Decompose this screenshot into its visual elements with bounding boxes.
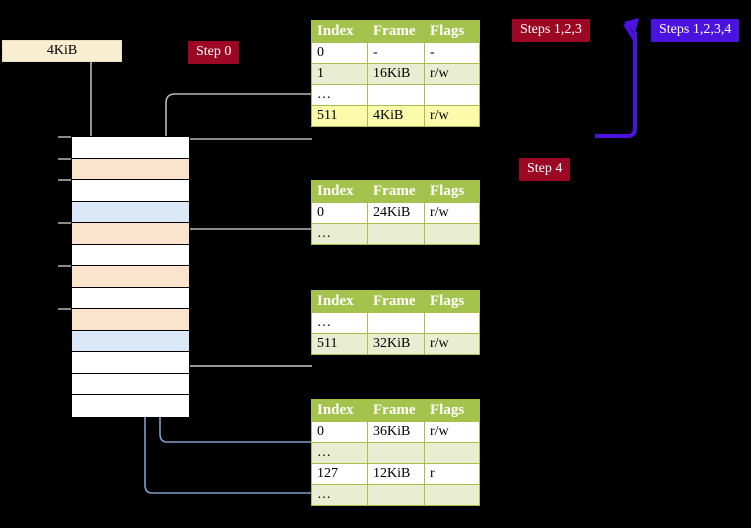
cell-frame xyxy=(367,484,425,506)
memory-frame-row xyxy=(72,201,189,223)
cell-index: … xyxy=(311,484,368,506)
column-header-frame: Frame xyxy=(367,290,425,313)
memory-tick xyxy=(58,265,71,267)
memory-tick xyxy=(58,158,71,160)
column-header-index: Index xyxy=(311,399,368,422)
badge-step-4: Step 4 xyxy=(519,158,571,181)
cell-flags xyxy=(424,312,480,334)
memory-frame-row xyxy=(72,309,189,331)
cell-index: 511 xyxy=(311,105,368,127)
memory-frame-row xyxy=(72,287,189,309)
cell-index: … xyxy=(311,84,368,106)
table-row: 127 12KiB r xyxy=(311,463,480,485)
cell-index: 0 xyxy=(311,421,368,443)
column-header-flags: Flags xyxy=(424,399,480,422)
cell-frame: 4KiB xyxy=(367,105,425,127)
badge-step-0: Step 0 xyxy=(188,41,240,64)
cell-flags: r/w xyxy=(424,421,480,443)
column-header-index: Index xyxy=(311,290,368,313)
memory-frame-row xyxy=(72,244,189,266)
cell-flags xyxy=(424,442,480,464)
cell-frame xyxy=(367,223,425,245)
memory-tick xyxy=(58,222,71,224)
table-row: 511 4KiB r/w xyxy=(311,105,480,127)
frame-size-label: 4KiB xyxy=(2,40,122,62)
column-header-frame: Frame xyxy=(367,180,425,203)
cell-flags: r/w xyxy=(424,63,480,85)
cell-flags xyxy=(424,223,480,245)
cell-frame: 24KiB xyxy=(367,202,425,224)
cell-frame: - xyxy=(367,42,425,64)
wire-l3-to-frame xyxy=(180,228,312,267)
table-header-row: Index Frame Flags xyxy=(311,290,480,313)
memory-frame-row xyxy=(72,266,189,288)
memory-frame-row xyxy=(72,330,189,352)
memory-frame-row xyxy=(72,180,189,202)
physical-memory-column xyxy=(71,136,190,417)
cell-index: 0 xyxy=(311,42,368,64)
cell-frame xyxy=(367,442,425,464)
cell-flags: r/w xyxy=(424,202,480,224)
table-row: … xyxy=(311,223,480,245)
cell-index: 0 xyxy=(311,202,368,224)
table-row: 1 16KiB r/w xyxy=(311,63,480,85)
column-header-index: Index xyxy=(311,20,368,43)
column-header-flags: Flags xyxy=(424,290,480,313)
table-row: 0 - - xyxy=(311,42,480,64)
cell-frame: 32KiB xyxy=(367,333,425,355)
page-table-level-2: Index Frame Flags … 511 32KiB r/w xyxy=(311,290,480,355)
table-row: … xyxy=(311,442,480,464)
table-header-row: Index Frame Flags xyxy=(311,20,480,43)
cell-flags: r xyxy=(424,463,480,485)
cell-flags: - xyxy=(424,42,480,64)
wire-l2-to-frame xyxy=(173,307,312,367)
column-header-index: Index xyxy=(311,180,368,203)
cell-flags xyxy=(424,484,480,506)
table-row: … xyxy=(311,484,480,506)
memory-frame-row xyxy=(72,158,189,180)
table-header-row: Index Frame Flags xyxy=(311,399,480,422)
page-table-level-3: Index Frame Flags 0 24KiB r/w … xyxy=(311,180,480,245)
badge-steps-1-2-3: Steps 1,2,3 xyxy=(512,19,590,42)
memory-frame-row xyxy=(72,395,189,417)
cell-flags: r/w xyxy=(424,105,480,127)
column-header-flags: Flags xyxy=(424,180,480,203)
page-table-level-1: Index Frame Flags 0 36KiB r/w … 127 12Ki… xyxy=(311,399,480,506)
memory-frame-row xyxy=(72,352,189,374)
cell-index: 127 xyxy=(311,463,368,485)
cell-frame xyxy=(367,84,425,106)
wire-l4-to-frame xyxy=(172,138,312,153)
memory-tick xyxy=(58,136,71,138)
table-row: 0 24KiB r/w xyxy=(311,202,480,224)
column-header-frame: Frame xyxy=(367,20,425,43)
badge-steps-1-2-3-4: Steps 1,2,3,4 xyxy=(651,19,740,42)
memory-frame-row xyxy=(72,373,189,395)
cell-index: … xyxy=(311,442,368,464)
column-header-flags: Flags xyxy=(424,20,480,43)
memory-tick xyxy=(58,179,71,181)
cell-frame: 16KiB xyxy=(367,63,425,85)
table-row: … xyxy=(311,312,480,334)
table-row: 0 36KiB r/w xyxy=(311,421,480,443)
memory-tick xyxy=(58,308,71,310)
cell-index: … xyxy=(311,223,368,245)
memory-frame-row xyxy=(72,223,189,245)
cell-index: 511 xyxy=(311,333,368,355)
cell-flags xyxy=(424,84,480,106)
cell-index: … xyxy=(311,312,368,334)
column-header-frame: Frame xyxy=(367,399,425,422)
table-row: 511 32KiB r/w xyxy=(311,333,480,355)
table-header-row: Index Frame Flags xyxy=(311,180,480,203)
memory-frame-row xyxy=(72,137,189,159)
cell-flags: r/w xyxy=(424,333,480,355)
cell-frame xyxy=(367,312,425,334)
purple-bracket-arrow xyxy=(595,18,639,138)
table-row: … xyxy=(311,84,480,106)
cell-frame: 12KiB xyxy=(367,463,425,485)
page-table-level-4: Index Frame Flags 0 - - 1 16KiB r/w … xyxy=(311,20,480,127)
cell-frame: 36KiB xyxy=(367,421,425,443)
cell-index: 1 xyxy=(311,63,368,85)
